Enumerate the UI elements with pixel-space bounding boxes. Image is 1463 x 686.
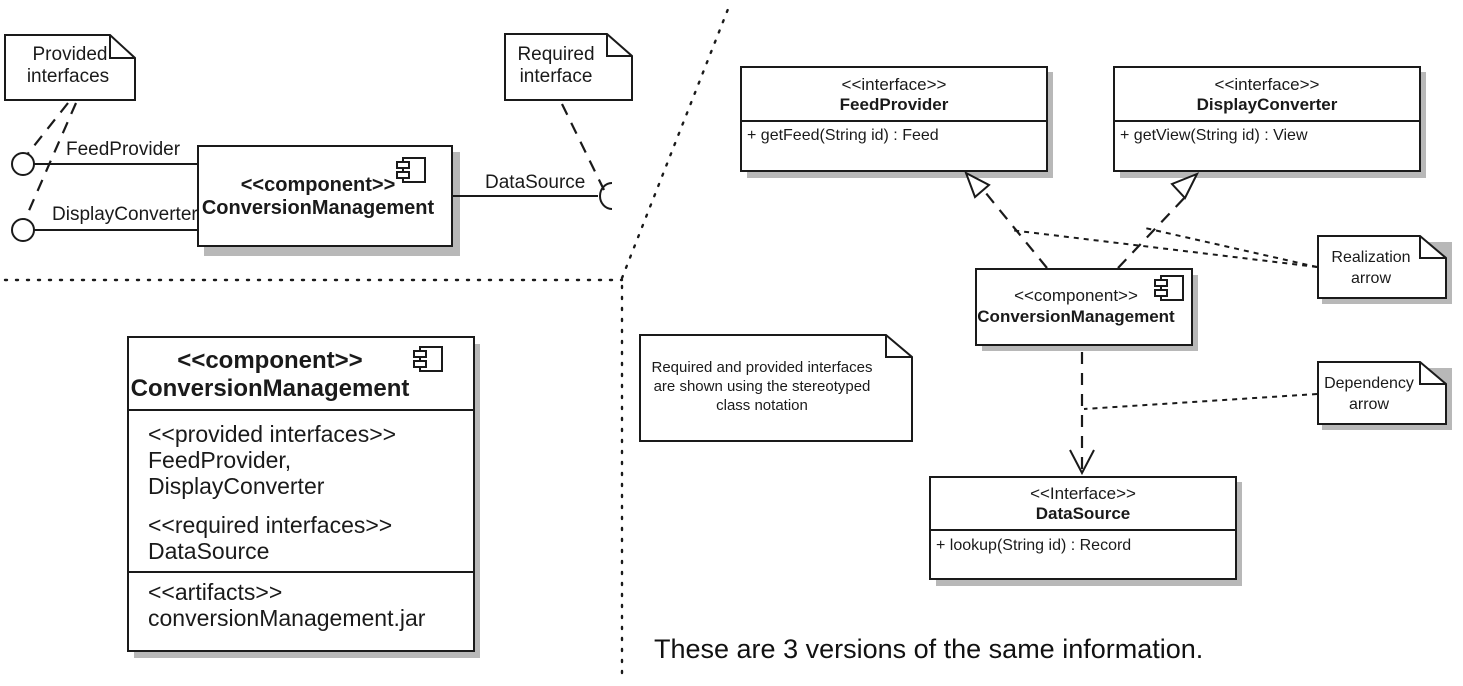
note-realization: Realization arrow [1317, 235, 1452, 304]
feedprovider-stereotype: <<interface>> [842, 75, 947, 94]
provided-value-1: FeedProvider, [148, 447, 291, 473]
note-provided-line1: Provided [33, 44, 108, 65]
pointer-provided-2 [22, 102, 78, 223]
datasource-name: DataSource [1036, 504, 1130, 523]
datasource-stereotype: <<Interface>> [1030, 484, 1136, 503]
note-required-interface: Required interface [504, 33, 633, 101]
required-value-1: DataSource [148, 538, 269, 564]
separator-diagonal [620, 2, 732, 280]
note-dependency-line2: arrow [1349, 396, 1389, 413]
required-heading: <<required interfaces>> [148, 512, 392, 538]
note-realization-line1: Realization [1331, 249, 1410, 266]
displayconverter-name: DisplayConverter [1197, 95, 1338, 114]
component-a-name: ConversionManagement [202, 197, 435, 219]
component-box-b [127, 336, 475, 652]
note-required-line1: Required [517, 44, 594, 65]
provided-heading: <<provided interfaces>> [148, 421, 396, 447]
displayconverter-operation: + getView(String id) : View [1120, 127, 1308, 144]
note-realization-line2: arrow [1351, 270, 1391, 287]
interface-feedprovider [740, 66, 1048, 172]
label-displayconverter: DisplayConverter [52, 204, 198, 225]
panel-class-notation: <<interface>> FeedProvider + getFeed(Str… [639, 66, 1452, 586]
component-b-name: ConversionManagement [131, 375, 410, 402]
note-explanation: Required and provided interfaces are sho… [639, 334, 913, 442]
label-feedprovider: FeedProvider [66, 139, 181, 160]
lollipop-displayconverter [11, 218, 35, 242]
socket-datasource [599, 182, 613, 210]
note-dependency-line1: Dependency [1324, 375, 1414, 392]
component-b-stereotype: <<component>> [177, 347, 362, 374]
pointer-realization-2 [1144, 227, 1318, 268]
note-required-line2: interface [520, 66, 593, 87]
artifacts-heading: <<artifacts>> [148, 579, 282, 605]
note-provided-line2: interfaces [27, 66, 109, 87]
feedprovider-name: FeedProvider [840, 95, 949, 114]
lollipop-feedprovider [11, 152, 35, 176]
provided-value-2: DisplayConverter [148, 473, 325, 499]
artifacts-value-1: conversionManagement.jar [148, 605, 426, 631]
panel-compartments: <<component>> ConversionManagement <<pro… [127, 336, 480, 658]
note-explanation-line1: Required and provided interfaces [652, 359, 873, 376]
pointer-required [561, 103, 605, 191]
realization-to-displayconverter [1117, 193, 1189, 269]
panel-ball-socket: Provided interfaces Required interface F… [4, 33, 633, 256]
interface-displayconverter [1113, 66, 1421, 172]
component-c-stereotype: <<component>> [1014, 286, 1138, 305]
pointer-dependency [1083, 393, 1318, 410]
label-datasource: DataSource [485, 172, 585, 193]
pointer-realization-1 [1009, 229, 1318, 268]
caption-text: These are 3 versions of the same informa… [654, 634, 1204, 664]
displayconverter-stereotype: <<interface>> [1215, 75, 1320, 94]
interface-datasource [929, 476, 1237, 580]
note-provided-interfaces: Provided interfaces [4, 34, 136, 101]
note-dependency: Dependency arrow [1317, 361, 1452, 430]
component-a-stereotype: <<component>> [241, 174, 396, 196]
component-c-name: ConversionManagement [977, 307, 1175, 326]
datasource-operation: + lookup(String id) : Record [936, 537, 1131, 554]
note-explanation-line3: class notation [716, 397, 808, 414]
feedprovider-operation: + getFeed(String id) : Feed [747, 127, 939, 144]
pointer-provided-1 [25, 102, 69, 157]
note-explanation-line2: are shown using the stereotyped [654, 378, 871, 395]
